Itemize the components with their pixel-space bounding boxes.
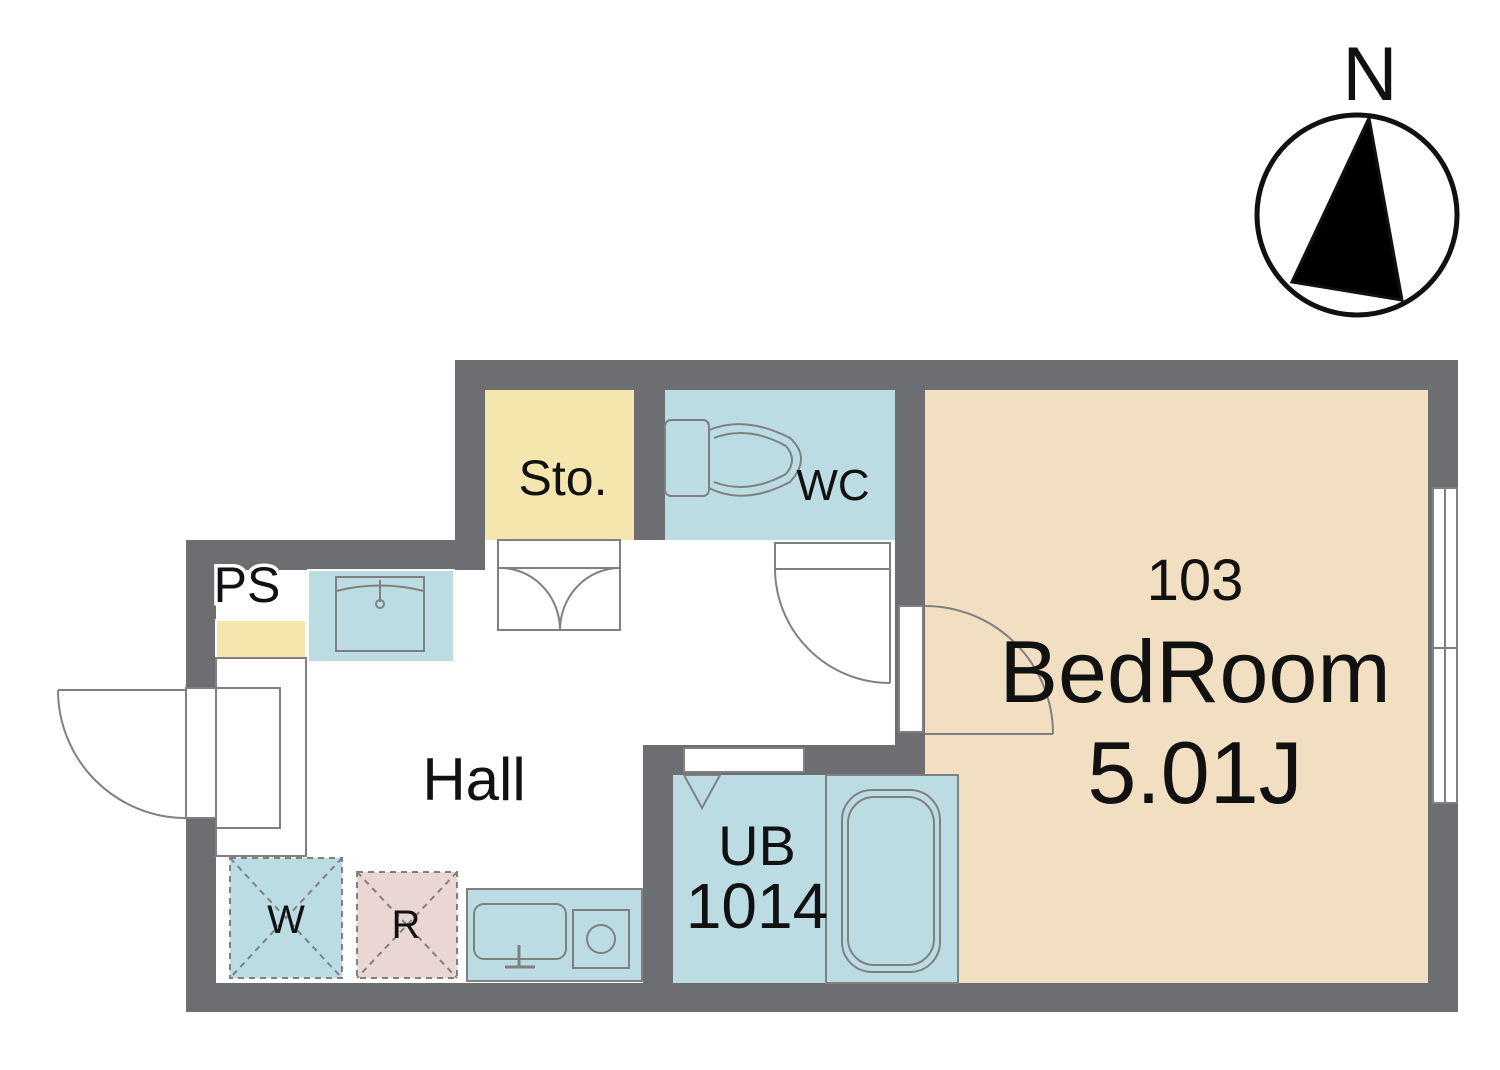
washer-label: W	[267, 898, 305, 942]
pipe-space-label: PS	[214, 557, 281, 613]
compass: N	[1254, 32, 1460, 318]
bedroom-size: 5.01J	[1087, 723, 1302, 822]
bath-door-icon	[682, 747, 805, 811]
bathtub-icon	[825, 774, 959, 984]
bedroom-window	[1432, 487, 1458, 804]
entrance-door-icon	[57, 689, 187, 819]
unit-bath-floor	[673, 775, 958, 983]
unit-bath-size: 1014	[686, 870, 828, 942]
entrance	[185, 657, 307, 857]
storage-label: Sto.	[519, 450, 608, 506]
toilet-bowl-icon	[664, 419, 802, 497]
storage-door-icon	[497, 539, 621, 631]
wash-basin	[307, 569, 455, 663]
unit-bath-label: UB	[718, 814, 796, 877]
kitchen-counter	[466, 888, 643, 982]
washer-space	[229, 857, 343, 979]
bedroom-floor	[925, 390, 1428, 983]
bedroom-label: BedRoom	[999, 622, 1390, 721]
storage-floor	[485, 390, 634, 540]
compass-needle-icon	[1289, 113, 1404, 302]
refrigerator-space	[356, 871, 458, 979]
pipe-space-fill	[215, 619, 307, 659]
toilet-floor	[665, 390, 895, 540]
toilet-door-icon	[774, 542, 891, 684]
toilet-label: WC	[796, 461, 869, 510]
hall-floor-upper	[485, 540, 895, 745]
north-label: N	[1343, 32, 1398, 117]
refrigerator-label: R	[392, 903, 421, 947]
bedroom-door-icon	[898, 605, 1054, 735]
hall-label: Hall	[422, 746, 525, 813]
room-number: 103	[1147, 548, 1244, 613]
